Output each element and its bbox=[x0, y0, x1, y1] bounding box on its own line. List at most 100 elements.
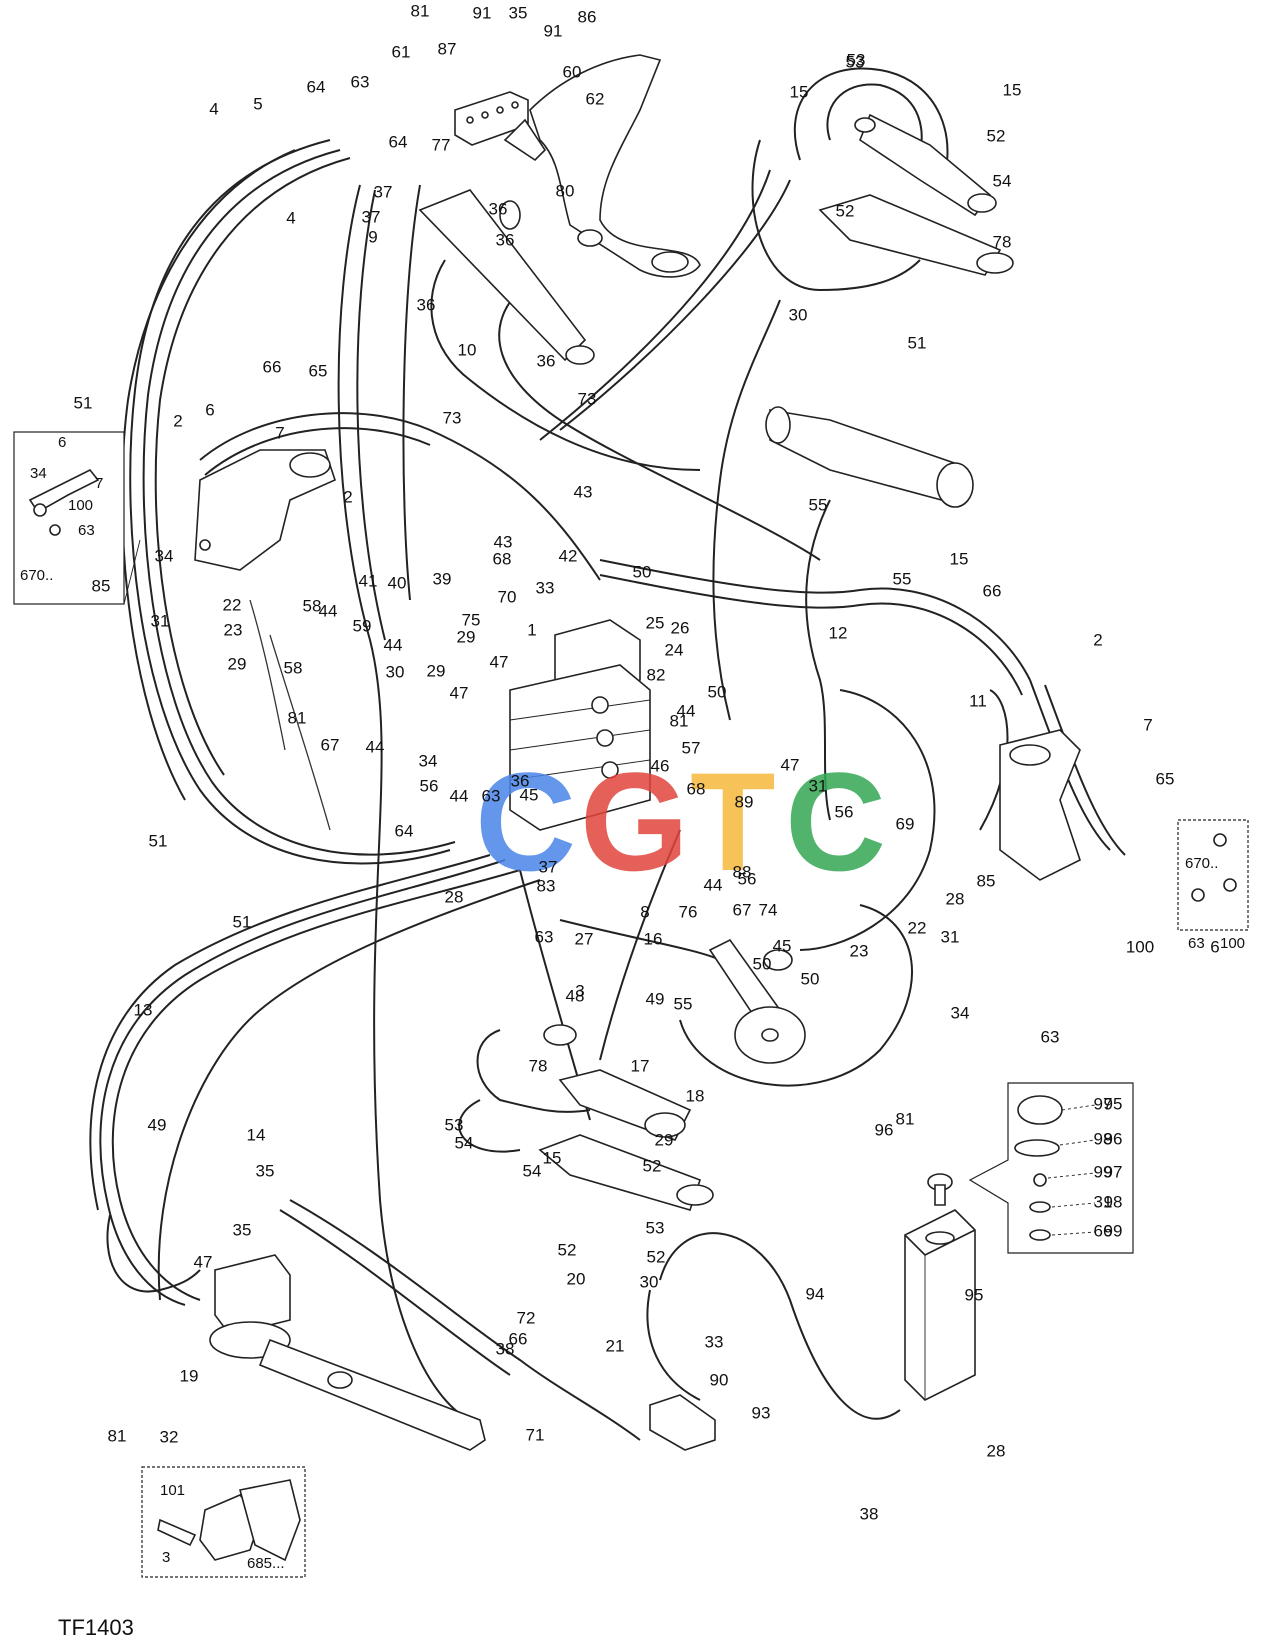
callout-68: 68 bbox=[687, 779, 706, 798]
figure-code: TF1403 bbox=[58, 1615, 134, 1640]
callout-1: 1 bbox=[527, 620, 536, 639]
callout-80: 80 bbox=[556, 181, 575, 200]
callout-66: 66 bbox=[263, 357, 282, 376]
callout-73: 73 bbox=[443, 408, 462, 427]
callout-85: 85 bbox=[92, 576, 111, 595]
inset-bottom-left-label-0: 101 bbox=[160, 1482, 185, 1499]
callout-7: 7 bbox=[275, 423, 284, 442]
callout-38: 38 bbox=[496, 1339, 515, 1358]
callout-53: 53 bbox=[445, 1115, 464, 1134]
callout-50: 50 bbox=[801, 969, 820, 988]
callout-11: 11 bbox=[969, 691, 987, 710]
inset-left-top-label-4: 63 bbox=[78, 522, 95, 539]
inset-tank-cap-label-0: 95 bbox=[1104, 1094, 1123, 1113]
callout-51: 51 bbox=[233, 912, 252, 931]
callout-15: 15 bbox=[950, 549, 969, 568]
callout-6: 6 bbox=[205, 400, 214, 419]
callout-36: 36 bbox=[496, 230, 515, 249]
callout-65: 65 bbox=[309, 361, 328, 380]
inset-left-top-label-3: 100 bbox=[68, 497, 93, 514]
callout-29: 29 bbox=[427, 661, 446, 680]
callout-23: 23 bbox=[850, 941, 869, 960]
callout-29: 29 bbox=[655, 1130, 674, 1149]
callout-94: 94 bbox=[806, 1284, 825, 1303]
callout-55: 55 bbox=[674, 994, 693, 1013]
tilt-cylinder-right bbox=[765, 406, 974, 508]
hose-lines bbox=[89, 67, 1126, 1441]
callout-97: 97 bbox=[1094, 1094, 1113, 1113]
callout-5: 5 bbox=[253, 94, 262, 113]
callout-35: 35 bbox=[256, 1161, 275, 1180]
callout-44: 44 bbox=[384, 635, 403, 654]
callout-22: 22 bbox=[908, 918, 927, 937]
callout-59: 59 bbox=[353, 616, 372, 635]
inset-bottom-left-label-1: 3 bbox=[162, 1549, 170, 1566]
callout-55: 55 bbox=[809, 495, 828, 514]
callout-36: 36 bbox=[537, 351, 556, 370]
callout-16: 16 bbox=[644, 929, 663, 948]
callout-39: 39 bbox=[433, 569, 452, 588]
callout-52: 52 bbox=[558, 1240, 577, 1259]
callout-55: 55 bbox=[893, 569, 912, 588]
callout-47: 47 bbox=[450, 683, 469, 702]
callout-15: 15 bbox=[1003, 80, 1022, 99]
callout-78: 78 bbox=[529, 1056, 548, 1075]
callout-44: 44 bbox=[704, 875, 723, 894]
callout-56: 56 bbox=[420, 776, 439, 795]
callout-65: 65 bbox=[1156, 769, 1175, 788]
callout-27: 27 bbox=[575, 929, 594, 948]
callout-70: 70 bbox=[498, 587, 517, 606]
inset-right-mid: 670.. 63 100 bbox=[1177, 819, 1249, 952]
callout-54: 54 bbox=[523, 1161, 542, 1180]
callout-51: 51 bbox=[908, 333, 927, 352]
callout-53: 53 bbox=[646, 1218, 665, 1237]
callout-61: 61 bbox=[392, 42, 411, 61]
inset-frame-left-top bbox=[13, 431, 125, 605]
callout-50: 50 bbox=[753, 954, 772, 973]
callout-56: 56 bbox=[738, 869, 757, 888]
callout-20: 20 bbox=[567, 1269, 586, 1288]
callout-8: 8 bbox=[640, 902, 649, 921]
inset-left-top-label-0: 6 bbox=[58, 434, 66, 451]
callout-26: 26 bbox=[671, 618, 690, 637]
callout-47: 47 bbox=[490, 652, 509, 671]
callout-30: 30 bbox=[789, 305, 808, 324]
callout-17: 17 bbox=[631, 1056, 650, 1075]
callout-15: 15 bbox=[543, 1148, 562, 1167]
inset-tank-cap-label-3: 98 bbox=[1104, 1192, 1123, 1211]
callout-52: 52 bbox=[647, 1247, 666, 1266]
watermark-logo: C G T C bbox=[475, 743, 886, 900]
callout-45: 45 bbox=[773, 936, 792, 955]
callout-9: 9 bbox=[368, 227, 377, 246]
callout-31: 31 bbox=[809, 776, 828, 795]
inset-bottom-left: 101 3 685... bbox=[141, 1466, 306, 1578]
callout-14: 14 bbox=[247, 1125, 266, 1144]
callout-91: 91 bbox=[544, 21, 563, 40]
callout-60: 60 bbox=[563, 62, 582, 81]
callout-28: 28 bbox=[987, 1441, 1006, 1460]
watermark-letter-t: T bbox=[690, 743, 776, 900]
callout-54: 54 bbox=[455, 1133, 474, 1152]
callout-81: 81 bbox=[411, 1, 430, 20]
callout-66: 66 bbox=[1094, 1221, 1113, 1240]
callout-51: 51 bbox=[149, 831, 168, 850]
callout-83: 83 bbox=[537, 876, 556, 895]
inset-tank-cap-label-4: 99 bbox=[1104, 1221, 1123, 1240]
components bbox=[194, 54, 1081, 1451]
callout-43: 43 bbox=[574, 482, 593, 501]
inset-left-top-caption: 670.. bbox=[20, 567, 53, 584]
watermark-letter-c1: C bbox=[475, 743, 576, 900]
callout-66: 66 bbox=[983, 581, 1002, 600]
callout-35: 35 bbox=[509, 3, 528, 22]
inset-tank-cap-label-2: 97 bbox=[1104, 1162, 1123, 1181]
callout-19: 19 bbox=[180, 1366, 199, 1385]
callout-37: 37 bbox=[374, 182, 393, 201]
callout-51: 51 bbox=[74, 393, 93, 412]
callout-4: 4 bbox=[286, 208, 295, 227]
callout-31: 31 bbox=[1094, 1192, 1113, 1211]
callout-13: 13 bbox=[134, 1000, 153, 1019]
callout-63: 63 bbox=[482, 786, 501, 805]
inset-frame-right-mid bbox=[1177, 819, 1249, 931]
callout-68: 68 bbox=[493, 549, 512, 568]
callout-98: 98 bbox=[1094, 1129, 1113, 1148]
